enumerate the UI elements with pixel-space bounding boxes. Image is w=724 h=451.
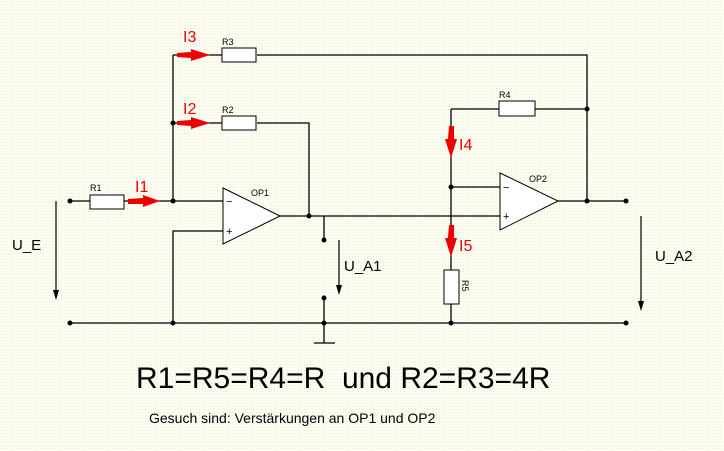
terminal-input-top — [67, 198, 73, 204]
label-r3: R3 — [222, 37, 234, 47]
label-i1: I1 — [135, 179, 148, 196]
junctions — [67, 106, 629, 326]
node-op1-output — [306, 213, 312, 219]
ue-arrowhead-icon — [53, 290, 59, 300]
resistor-r4 — [498, 100, 536, 117]
ua2-arrowhead-icon — [638, 301, 644, 311]
label-r1: R1 — [90, 183, 102, 193]
i2-arrow-icon — [177, 117, 210, 129]
terminal-output-bottom — [623, 320, 629, 326]
wire-r3-to-op2-out — [257, 54, 588, 201]
resistor-r1 — [89, 194, 125, 210]
resistor-r5 — [443, 269, 460, 305]
terminal-ua1-bottom — [321, 295, 327, 301]
current-arrow-i5 — [445, 225, 457, 257]
terminal-ua1-top — [321, 237, 327, 243]
node-r4-right — [584, 106, 590, 112]
node-op1-plus-ground — [170, 320, 176, 326]
label-i2: I2 — [183, 101, 196, 118]
op1-plus-sign: + — [226, 226, 232, 238]
opamp-op1-body — [222, 187, 282, 245]
op2-plus-sign: + — [503, 211, 509, 223]
opamp-op2-body — [499, 172, 560, 231]
opamp-op2: − + OP2 — [499, 172, 560, 231]
opamp-op1: − + OP1 — [222, 187, 282, 245]
current-arrow-i3 — [177, 49, 210, 61]
current-arrow-i4 — [445, 126, 457, 158]
label-ua2: U_A2 — [655, 248, 693, 265]
label-op2: OP2 — [529, 174, 547, 184]
terminal-output-top — [623, 198, 629, 204]
op1-minus-sign: − — [226, 196, 232, 208]
op2-minus-sign: − — [503, 182, 509, 194]
node-r2 — [170, 120, 176, 126]
terminal-input-bottom — [67, 320, 73, 326]
ua1-arrowhead-icon — [336, 285, 342, 295]
wire-op1-plus-ground — [172, 230, 223, 323]
label-i3: I3 — [183, 29, 196, 46]
voltage-arrow-ua1 — [336, 240, 342, 295]
resistors — [89, 47, 536, 305]
node-op2-minus — [448, 184, 454, 190]
voltage-arrow-ue — [53, 201, 59, 300]
resistor-r3 — [221, 47, 257, 63]
node-op2-output — [584, 198, 590, 204]
node-op1-minus — [170, 198, 176, 204]
current-arrow-i1 — [128, 195, 160, 207]
task-statement: Gesuch sind: Verstärkungen an OP1 und OP… — [149, 410, 436, 426]
label-ue: U_E — [12, 237, 41, 254]
i5-arrow-icon — [445, 225, 457, 257]
current-arrow-i2 — [177, 117, 210, 129]
resistor-relation-equation: R1=R5=R4=R und R2=R3=4R — [136, 362, 551, 395]
label-r2: R2 — [222, 105, 234, 115]
i3-arrow-icon — [177, 49, 210, 61]
voltage-arrow-ua2 — [638, 216, 644, 311]
label-i5: I5 — [459, 238, 472, 255]
i1-arrow-icon — [128, 195, 160, 207]
label-op1: OP1 — [251, 188, 269, 198]
label-r4: R4 — [499, 90, 511, 100]
label-i4: I4 — [459, 137, 472, 154]
wire-r2-feedback — [257, 122, 310, 216]
i4-arrow-icon — [445, 126, 457, 158]
label-ua1: U_A1 — [344, 258, 382, 275]
node-r5-ground — [448, 320, 454, 326]
resistor-r2 — [221, 115, 257, 131]
node-ground — [321, 320, 327, 326]
label-r5: R5 — [460, 280, 470, 292]
